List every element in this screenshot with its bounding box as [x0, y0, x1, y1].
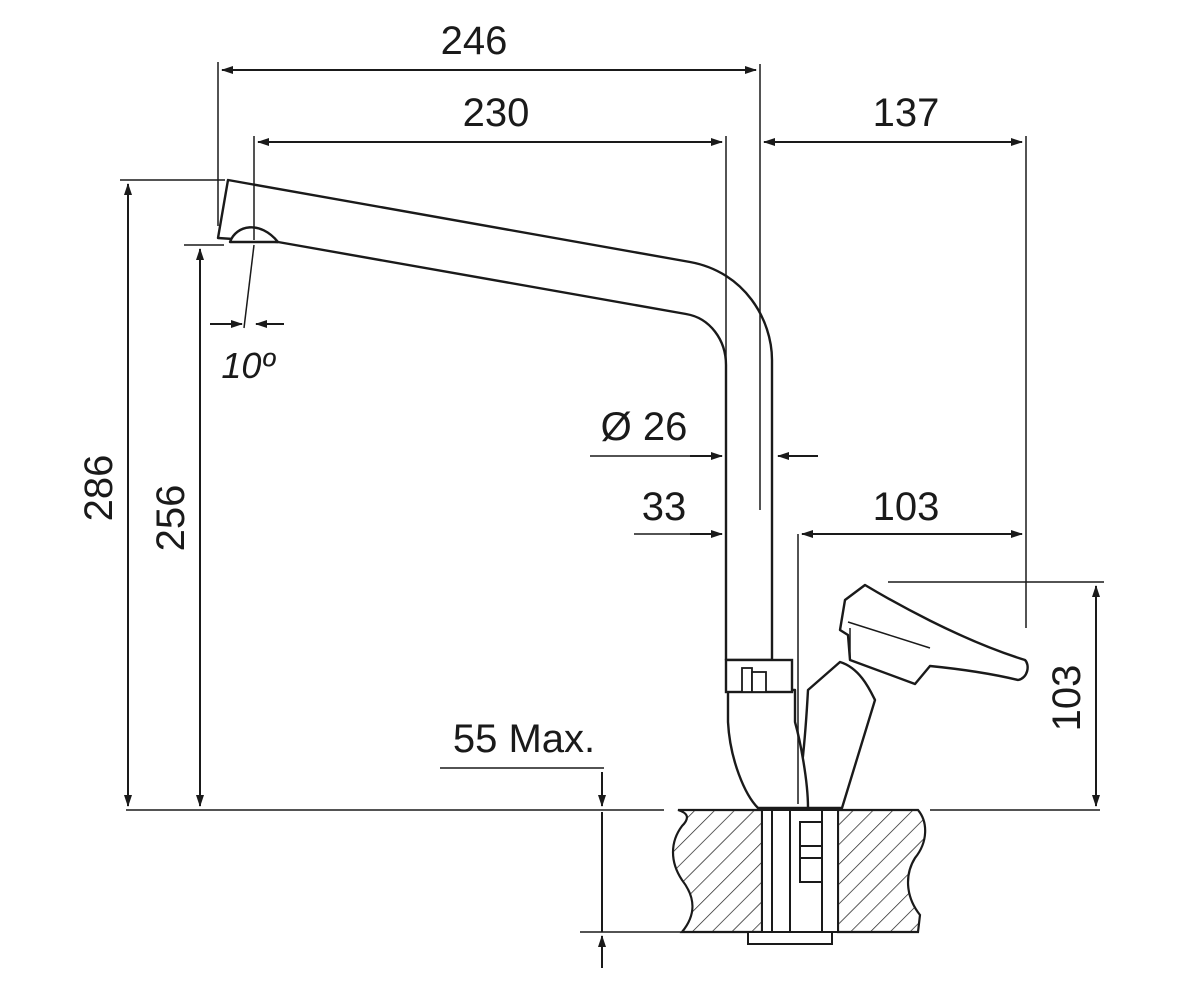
label-overall-reach: 246: [441, 19, 508, 63]
label-total-height: 286: [77, 455, 121, 522]
spout: [216, 178, 774, 662]
label-spout-angle: 10º: [221, 345, 276, 386]
label-pipe-diameter: Ø 26: [601, 405, 688, 449]
label-handle-height: 103: [1045, 665, 1089, 732]
countertop-left-section: [671, 808, 764, 934]
faucet-base: [726, 688, 810, 810]
mounting-plate: [747, 931, 833, 945]
countertop: [671, 808, 927, 945]
countertop-right-section: [836, 808, 927, 934]
dimension-labels: 246 230 137 286 256 10º Ø 26 33 103 103 …: [77, 19, 1089, 761]
shank-nut: [799, 821, 823, 883]
label-countertop-thickness: 55 Max.: [453, 717, 595, 761]
lever-handle-top: [838, 583, 1029, 686]
faucet: [216, 64, 1029, 810]
label-handle-reach: 137: [873, 91, 940, 135]
label-handle-offset: 103: [873, 485, 940, 529]
label-body-width: 33: [642, 485, 687, 529]
dimension-lines: [120, 62, 1104, 968]
label-spout-height: 256: [149, 485, 193, 552]
label-spout-reach: 230: [463, 91, 530, 135]
